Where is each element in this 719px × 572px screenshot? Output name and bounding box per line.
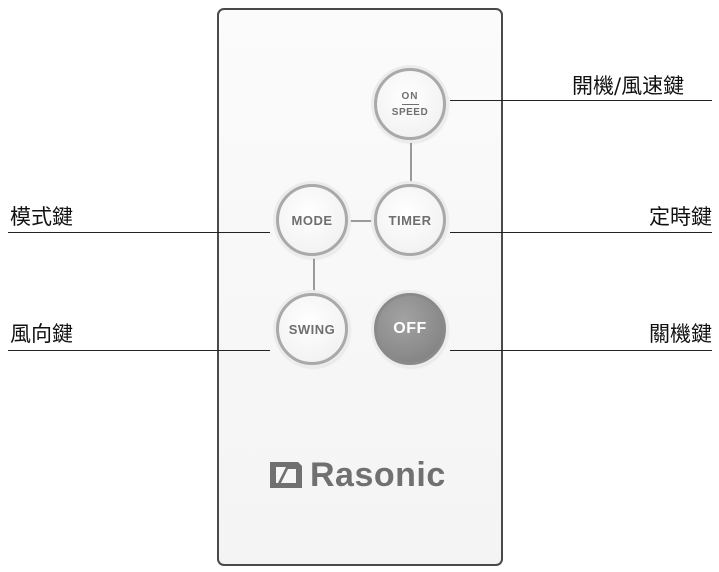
rasonic-logo-icon: [270, 462, 302, 488]
connector-mode-timer: [346, 220, 376, 222]
callout-label-swing: 風向鍵: [10, 322, 73, 346]
callout-line-mode: [8, 232, 270, 234]
callout-label-on-speed: 開機/風速鍵: [572, 74, 685, 98]
timer-button[interactable]: TIMER: [374, 184, 446, 256]
off-button-label: OFF: [393, 320, 427, 337]
callout-line-off: [450, 350, 712, 352]
on-speed-button-top-label: ON: [401, 90, 419, 105]
callout-label-timer: 定時鍵: [649, 205, 712, 229]
on-speed-button-bottom-label: SPEED: [391, 106, 429, 118]
brand-logo: Rasonic: [268, 452, 468, 498]
swing-button-label: SWING: [288, 321, 336, 337]
mode-button[interactable]: MODE: [276, 184, 348, 256]
callout-label-off: 關機鍵: [649, 322, 712, 346]
callout-label-mode: 模式鍵: [10, 205, 73, 229]
callout-line-swing: [8, 350, 270, 352]
callout-line-timer: [450, 232, 712, 234]
brand-name: Rasonic: [310, 455, 446, 494]
callout-line-on-speed: [450, 100, 712, 102]
swing-button[interactable]: SWING: [276, 293, 348, 365]
off-button[interactable]: OFF: [374, 293, 446, 365]
on-speed-button[interactable]: ON SPEED: [374, 68, 446, 140]
connector-mode-swing: [313, 257, 315, 293]
connector-on-timer: [410, 134, 412, 184]
mode-button-label: MODE: [291, 212, 333, 228]
timer-button-label: TIMER: [388, 212, 432, 228]
